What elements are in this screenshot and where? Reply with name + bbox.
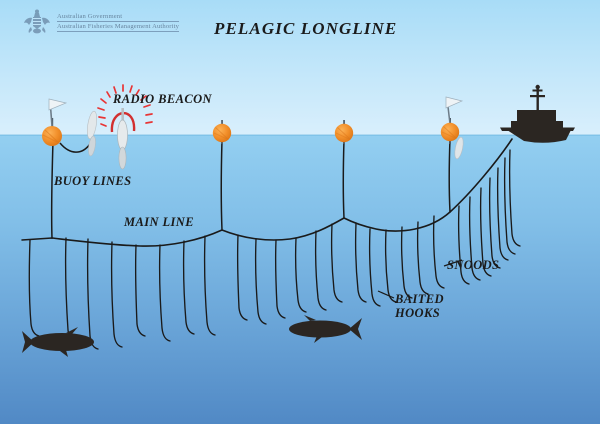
baited-hooks-leader bbox=[377, 290, 395, 299]
fishing-vessel bbox=[500, 84, 575, 143]
snood bbox=[384, 229, 397, 303]
sky-background bbox=[0, 0, 600, 136]
fish-1 bbox=[22, 327, 94, 357]
buoy-flag bbox=[48, 98, 68, 111]
snood bbox=[432, 215, 445, 289]
snoods-group bbox=[28, 149, 521, 350]
fish-2 bbox=[289, 315, 362, 343]
snood bbox=[294, 237, 307, 313]
snood bbox=[488, 177, 501, 269]
label-radio-beacon: RADIO BEACON bbox=[113, 92, 212, 106]
buoy-line-4 bbox=[448, 138, 451, 213]
buoy-2 bbox=[212, 120, 232, 144]
snood bbox=[479, 187, 492, 277]
australian-coat-of-arms-icon bbox=[24, 9, 50, 34]
buoy-flag bbox=[445, 96, 464, 109]
buoy-line-2 bbox=[220, 139, 223, 231]
radio-beacon bbox=[97, 84, 153, 170]
label-snoods: SNOODS bbox=[447, 258, 500, 272]
label-leader-lines bbox=[377, 259, 463, 299]
snood bbox=[110, 241, 123, 348]
snood bbox=[182, 240, 195, 335]
snood bbox=[158, 244, 171, 342]
snood bbox=[468, 196, 481, 281]
snood bbox=[416, 221, 429, 295]
water-background bbox=[0, 135, 600, 424]
beacon-body bbox=[117, 119, 128, 151]
buoy-lines bbox=[50, 138, 451, 239]
snood bbox=[330, 223, 343, 303]
snood bbox=[28, 239, 40, 337]
snood bbox=[314, 230, 327, 311]
horizon-line bbox=[0, 134, 600, 136]
snood bbox=[274, 239, 286, 319]
snood bbox=[203, 235, 216, 336]
snood bbox=[236, 234, 248, 321]
snood bbox=[457, 205, 470, 285]
government-crest: Australian Government Australian Fisheri… bbox=[22, 9, 180, 35]
crest-line-authority: Australian Fisheries Management Authorit… bbox=[57, 23, 180, 32]
main-line bbox=[21, 138, 513, 247]
label-baited-hooks: BAITED HOOKS bbox=[395, 292, 444, 320]
snood bbox=[354, 222, 367, 303]
buoy-3 bbox=[334, 120, 354, 144]
crest-text-block: Australian Government Australian Fisheri… bbox=[57, 12, 180, 32]
label-main-line: MAIN LINE bbox=[124, 215, 194, 229]
snood bbox=[400, 226, 413, 299]
crest-line-government: Australian Government bbox=[57, 12, 180, 22]
snood bbox=[254, 238, 267, 325]
page-title: PELAGIC LONGLINE bbox=[214, 19, 398, 38]
snood bbox=[503, 157, 516, 255]
snood bbox=[134, 244, 146, 337]
snoods-leader bbox=[443, 259, 463, 267]
label-buoy-lines: BUOY LINES bbox=[54, 174, 132, 188]
buoy-line-1 bbox=[50, 140, 54, 239]
snood bbox=[496, 167, 509, 261]
snood bbox=[508, 149, 521, 247]
buoy-line-3 bbox=[342, 139, 345, 219]
snood bbox=[368, 228, 381, 307]
snood bbox=[86, 238, 99, 350]
buoy-4 bbox=[440, 96, 464, 160]
buoy-1 bbox=[42, 98, 97, 157]
